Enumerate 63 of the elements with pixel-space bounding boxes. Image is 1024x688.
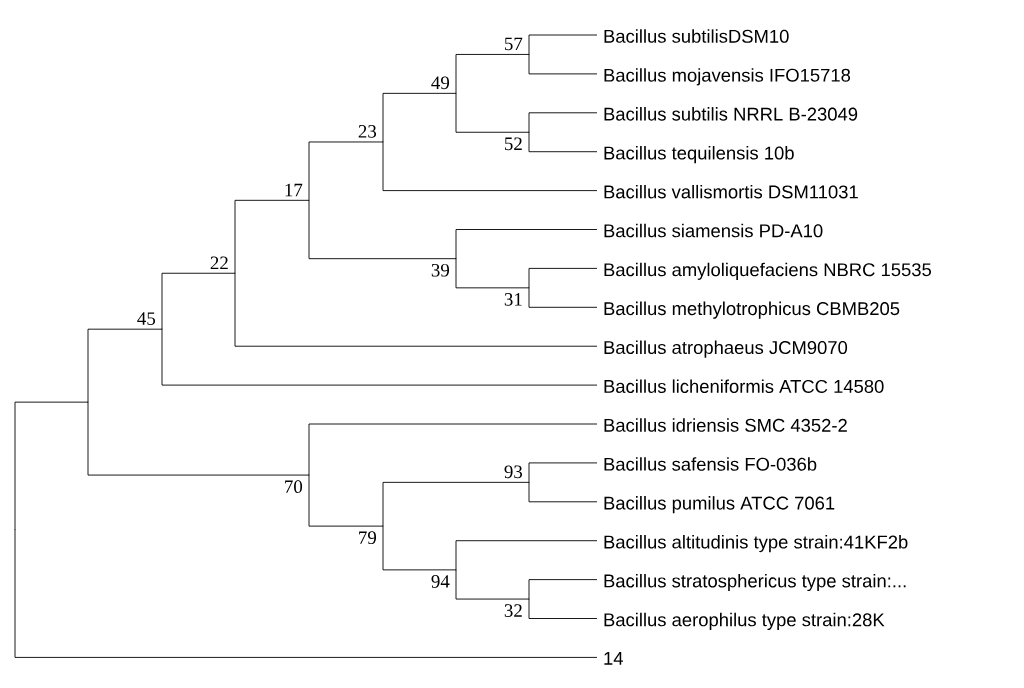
taxon-label: Bacillus amyloliquefaciens NBRC 15535 xyxy=(604,262,931,280)
tree-branch xyxy=(161,272,236,330)
support-value: 23 xyxy=(358,125,377,138)
support-value: 94 xyxy=(431,575,450,588)
tree-branch xyxy=(308,474,384,527)
tree-branch xyxy=(308,199,457,260)
tree-branch xyxy=(87,401,310,476)
tree-branch xyxy=(528,481,598,503)
taxon-label: Bacillus tequilensis 10b xyxy=(604,146,794,164)
tree-branch xyxy=(382,525,457,571)
tree-branch xyxy=(308,423,598,476)
taxon-label: Bacillus pumilus ATCC 7061 xyxy=(604,496,835,514)
taxon-label: Bacillus methylotrophicus CBMB205 xyxy=(604,301,900,319)
support-value: 79 xyxy=(359,531,377,545)
tree-branch xyxy=(161,328,598,386)
support-value: 93 xyxy=(504,465,523,479)
tree-branch xyxy=(382,141,598,192)
support-value: 17 xyxy=(285,183,303,197)
support-value: 70 xyxy=(285,480,303,494)
support-value: 32 xyxy=(504,604,522,617)
taxon-label: Bacillus altitudinis type strain:41KF2b xyxy=(604,535,908,553)
tree-branch xyxy=(528,131,598,153)
support-value: 39 xyxy=(431,263,450,277)
tree-branch xyxy=(528,34,598,55)
tree-branch xyxy=(382,92,457,143)
tree-branch xyxy=(455,92,530,133)
tree-branch xyxy=(528,112,598,133)
taxon-label: Bacillus safensis FO-036b xyxy=(604,457,817,471)
support-value: 52 xyxy=(505,137,522,151)
taxon-label: 14 xyxy=(604,652,623,665)
tree-branch xyxy=(528,267,598,289)
taxon-label: Bacillus siamensis PD-A10 xyxy=(604,223,823,238)
taxon-label: Bacillus stratosphericus type strain:... xyxy=(604,573,906,592)
tree-branch xyxy=(528,579,598,600)
taxon-label: Bacillus licheniformis ATCC 14580 xyxy=(604,379,884,393)
tree-branch xyxy=(455,540,598,571)
taxon-label: Bacillus mojavensis IFO15718 xyxy=(604,68,851,86)
tree-branch xyxy=(455,229,598,260)
taxon-label: Bacillus atrophaeus JCM9070 xyxy=(604,340,848,358)
tree-branch xyxy=(528,462,598,483)
support-value: 57 xyxy=(505,37,523,51)
support-value: 45 xyxy=(137,312,156,325)
tree-branch xyxy=(528,54,598,75)
tree-branch xyxy=(234,199,310,274)
support-value: 49 xyxy=(431,76,450,90)
tree-branch xyxy=(234,272,598,347)
tree-branch xyxy=(528,598,598,619)
taxon-label: Bacillus vallismortis DSM11031 xyxy=(604,184,858,199)
taxon-label: Bacillus idriensis SMC 4352-2 xyxy=(604,418,847,432)
tree-branch xyxy=(382,481,530,527)
tree-branch xyxy=(455,569,530,600)
taxon-label: Bacillus aerophilus type strain:28K xyxy=(604,612,885,630)
tree-branch xyxy=(455,54,530,94)
support-value: 31 xyxy=(504,293,522,306)
support-value: 22 xyxy=(210,256,228,270)
tree-branch xyxy=(528,287,598,308)
taxon-label: Bacillus subtilis NRRL B-23049 xyxy=(604,107,858,121)
tree-branch xyxy=(87,328,163,403)
taxon-label: Bacillus subtilisDSM10 xyxy=(604,29,789,43)
tree-branch xyxy=(455,258,530,289)
tree-branch xyxy=(14,401,89,531)
tree-branch xyxy=(14,529,598,658)
tree-branch xyxy=(308,141,384,201)
